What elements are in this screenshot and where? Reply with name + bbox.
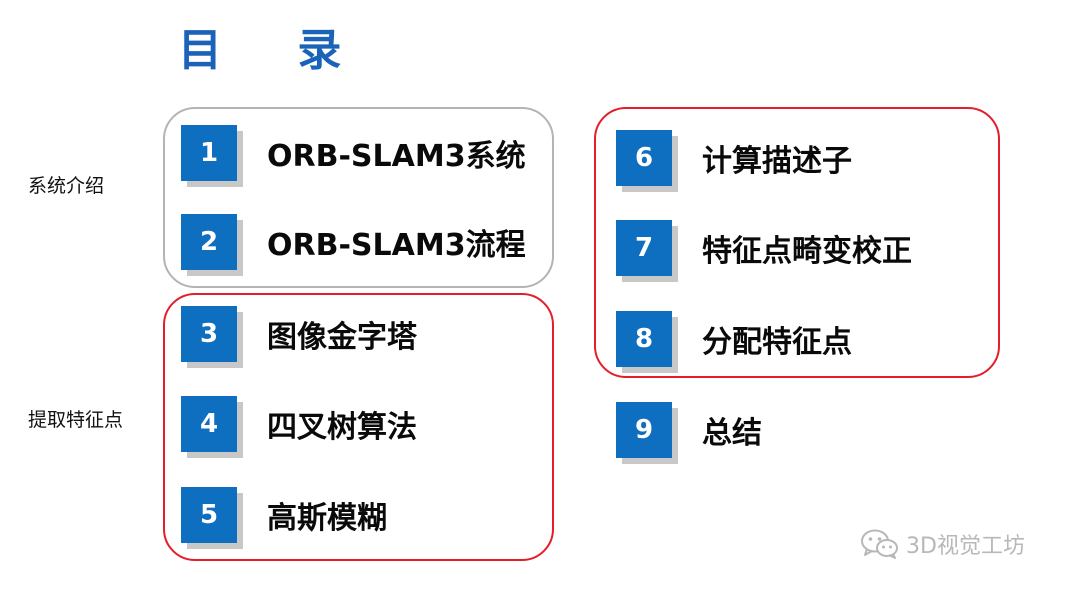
number-badge: 5 [181,487,243,549]
menu-item-2[interactable]: 2 ORB-SLAM3流程 [181,214,526,276]
number-badge: 9 [616,402,678,464]
wechat-icon [861,529,898,559]
menu-item-label: 四叉树算法 [267,410,417,445]
group-extract-features [163,293,554,561]
menu-item-5[interactable]: 5 高斯模糊 [181,487,387,549]
menu-item-label: 高斯模糊 [267,501,387,536]
group-descriptors [594,107,1000,378]
page-title: 目 录 [178,25,372,76]
menu-item-label: ORB-SLAM3流程 [267,228,526,263]
watermark-text: 3D视觉工坊 [906,534,1025,559]
menu-item-9[interactable]: 9 总结 [616,402,762,464]
menu-item-4[interactable]: 4 四叉树算法 [181,396,417,458]
menu-item-label: ORB-SLAM3系统 [267,139,526,174]
watermark: 3D视觉工坊 [860,528,1025,560]
menu-item-6[interactable]: 6 计算描述子 [616,130,852,192]
number-badge: 7 [616,220,678,282]
menu-item-7[interactable]: 7 特征点畸变校正 [616,220,912,282]
menu-item-label: 分配特征点 [702,325,852,360]
menu-item-1[interactable]: 1 ORB-SLAM3系统 [181,125,526,187]
number-badge: 6 [616,130,678,192]
menu-item-label: 特征点畸变校正 [702,234,912,269]
number-badge: 1 [181,125,243,187]
number-badge: 4 [181,396,243,458]
number-badge: 3 [181,306,243,368]
menu-item-3[interactable]: 3 图像金字塔 [181,306,417,368]
number-badge: 2 [181,214,243,276]
number-badge: 8 [616,311,678,373]
side-label-extract-features: 提取特征点 [28,409,124,431]
menu-item-8[interactable]: 8 分配特征点 [616,311,852,373]
menu-item-label: 图像金字塔 [267,320,417,355]
menu-item-label: 总结 [702,416,762,451]
side-label-system-intro: 系统介绍 [28,175,105,197]
menu-item-label: 计算描述子 [702,144,852,179]
group-system-intro [163,107,554,288]
